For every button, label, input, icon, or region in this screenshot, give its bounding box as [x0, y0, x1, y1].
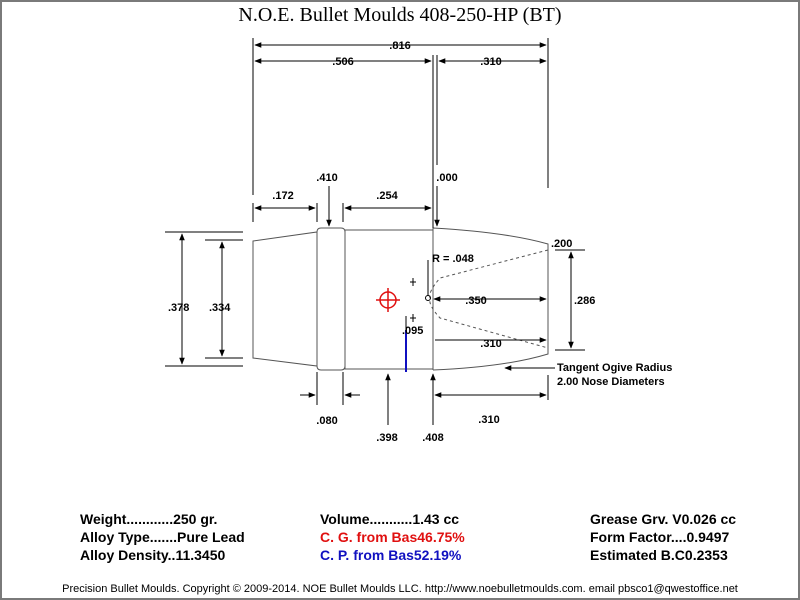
- footer-copyright: Precision Bullet Moulds. Copyright © 200…: [62, 583, 738, 595]
- dim-base-diameter: .378: [168, 302, 189, 314]
- boattail-section: [252, 231, 318, 367]
- stat-alloy-type: Alloy Type.......Pure Lead: [80, 529, 245, 545]
- stats-column-3: Grease Grv. V0.026 cc Form Factor....0.9…: [590, 510, 736, 564]
- dim-overall-length: .816: [389, 40, 410, 52]
- cg-marker: [376, 288, 400, 312]
- dim-nose-length-bottom: .310: [478, 414, 499, 426]
- dim-band-width: .080: [316, 415, 337, 427]
- page-title: N.O.E. Bullet Moulds 408-250-HP (BT): [238, 4, 562, 26]
- stat-weight: Weight............250 gr.: [80, 511, 218, 527]
- stat-estimated-bc: Estimated B.C0.2353: [590, 547, 728, 563]
- dim-meplat-diameter: .200: [551, 238, 572, 250]
- ogive-note-line1: Tangent Ogive Radius: [557, 362, 672, 374]
- dim-nose-length-top: .310: [480, 56, 501, 68]
- dim-cg-offset: .095: [402, 325, 423, 337]
- stats-column-2: Volume...........1.43 cc C. G. from Bas4…: [320, 510, 465, 564]
- dim-meplat-offset: .000: [436, 172, 457, 184]
- driving-band: [316, 227, 346, 371]
- dim-body-band-length: .254: [376, 190, 398, 202]
- dim-hp-radius: R = .048: [432, 253, 474, 265]
- dim-hp-depth: .350: [465, 295, 486, 307]
- stat-alloy-density: Alloy Density..11.3450: [80, 547, 226, 563]
- stat-grease-groove: Grease Grv. V0.026 cc: [590, 511, 737, 527]
- ogive-nose: [432, 227, 549, 371]
- stats-column-1: Weight............250 gr. Alloy Type....…: [80, 510, 245, 564]
- stat-form-factor: Form Factor....0.9497: [590, 529, 730, 545]
- dim-body-diameter: .398: [376, 432, 397, 444]
- dim-base-band-length: .172: [272, 190, 293, 202]
- dim-body-length: .506: [332, 56, 353, 68]
- stat-volume: Volume...........1.43 cc: [320, 511, 460, 527]
- dim-hp-cavity-diameter: .286: [574, 295, 595, 307]
- dim-boattail-diameter: .334: [209, 302, 231, 314]
- dim-groove-diameter: .408: [422, 432, 443, 444]
- stat-cg-from-base: C. G. from Bas46.75%: [320, 529, 465, 545]
- dim-driving-band-diameter: .410: [316, 172, 337, 184]
- stat-cp-from-base: C. P. from Bas52.19%: [320, 547, 462, 563]
- ogive-note-line2: 2.00 Nose Diameters: [557, 376, 665, 388]
- dim-nose-length-mid: .310: [480, 338, 501, 350]
- meplat-point: [425, 295, 431, 301]
